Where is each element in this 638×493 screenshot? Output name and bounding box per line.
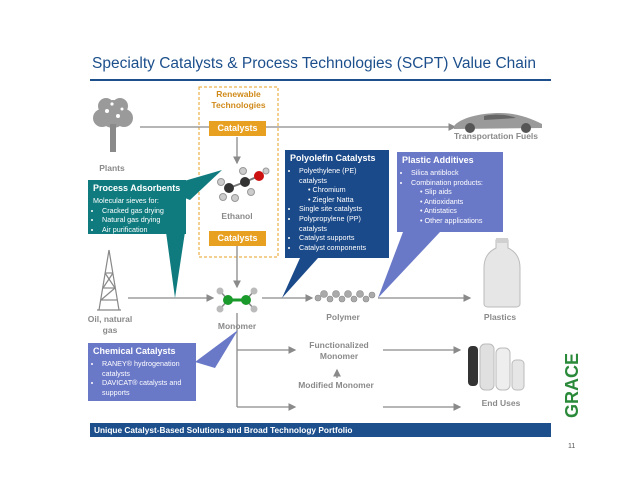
list-item: Air purification <box>102 225 181 235</box>
tree-icon <box>93 98 133 152</box>
transportation-fuels-label: Transportation Fuels <box>453 131 539 141</box>
polymer-label: Polymer <box>326 312 360 322</box>
oil-rig-icon <box>97 249 121 311</box>
spools-icon <box>468 343 525 391</box>
list-item: Natural gas drying <box>102 215 181 225</box>
list-item: Antioxidants <box>420 197 498 207</box>
list-item: Polyethylene (PE) catalysts <box>299 166 384 185</box>
chemical-catalysts-box: Chemical Catalysts RANEY® hydrogenation … <box>88 343 196 401</box>
bottle-icon <box>483 238 521 308</box>
list-item: Slip aids <box>420 187 498 197</box>
list-item: Chromium <box>308 185 384 195</box>
list-item: Ziegler Natta <box>308 195 384 205</box>
renewable-dashed-box <box>198 86 279 258</box>
plastic-additives-box: Plastic Additives Silica antiblock Combi… <box>397 152 503 232</box>
polyolefin-catalysts-box: Polyolefin Catalysts Polyethylene (PE) c… <box>285 150 389 258</box>
adsorbents-pointer <box>166 232 185 298</box>
page-title: Specialty Catalysts & Process Technologi… <box>92 55 536 72</box>
list-item: Other applications <box>420 216 498 226</box>
plants-label: Plants <box>99 163 125 173</box>
process-adsorbents-box: Process Adsorbents Molecular sieves for:… <box>88 180 186 243</box>
ethanol-label: Ethanol <box>221 211 253 221</box>
list-item: Combination products: <box>411 178 498 188</box>
renewable-label: Renewable Technologies <box>211 89 266 110</box>
polyolefin-title: Polyolefin Catalysts <box>290 153 376 163</box>
oil-gas-label: Oil, natural gas <box>87 314 133 335</box>
chemical-pointer <box>195 330 238 368</box>
plastics-label: Plastics <box>483 312 517 322</box>
list-item: Ethanol drying <box>102 234 181 244</box>
monomer-molecule-icon <box>216 287 258 313</box>
list-item: Polypropylene (PP) catalysts <box>299 214 384 233</box>
page-number: 11 <box>568 443 576 450</box>
list-item: Antistatics <box>420 206 498 216</box>
process-adsorbents-title: Process Adsorbents <box>93 183 181 193</box>
list-item: Cracked gas drying <box>102 206 181 216</box>
polyolefin-pointer <box>282 258 318 298</box>
footer-banner: Unique Catalyst-Based Solutions and Broa… <box>90 423 551 437</box>
list-item: DAVICAT® catalysts and supports <box>102 378 191 397</box>
list-item: Single site catalysts <box>299 204 384 214</box>
functionalized-monomer-label: Functionalized Monomer <box>309 340 369 361</box>
grace-logo-text: GRACE <box>562 353 582 418</box>
additives-pointer <box>378 232 440 298</box>
car-icon <box>454 113 542 133</box>
title-rule <box>90 79 551 81</box>
list-item: RANEY® hydrogenation catalysts <box>102 359 191 378</box>
list-item: Catalyst components <box>299 243 384 253</box>
list-item: Catalyst supports <box>299 233 384 243</box>
monomer-label: Monomer <box>217 321 257 331</box>
polymer-chain-icon <box>314 290 376 303</box>
plastic-additives-title: Plastic Additives <box>402 155 474 165</box>
ethanol-molecule-icon <box>217 167 270 202</box>
modified-monomer-label: Modified Monomer <box>298 380 374 390</box>
grace-logo: GRACE <box>562 353 582 418</box>
catalysts-top-badge: Catalysts <box>209 121 266 136</box>
end-uses-label: End Uses <box>481 398 521 408</box>
process-adsorbents-intro: Molecular sieves for: <box>93 196 159 205</box>
catalysts-bottom-badge: Catalysts <box>209 231 266 246</box>
list-item: Silica antiblock <box>411 168 498 178</box>
chemical-catalysts-title: Chemical Catalysts <box>93 346 176 356</box>
